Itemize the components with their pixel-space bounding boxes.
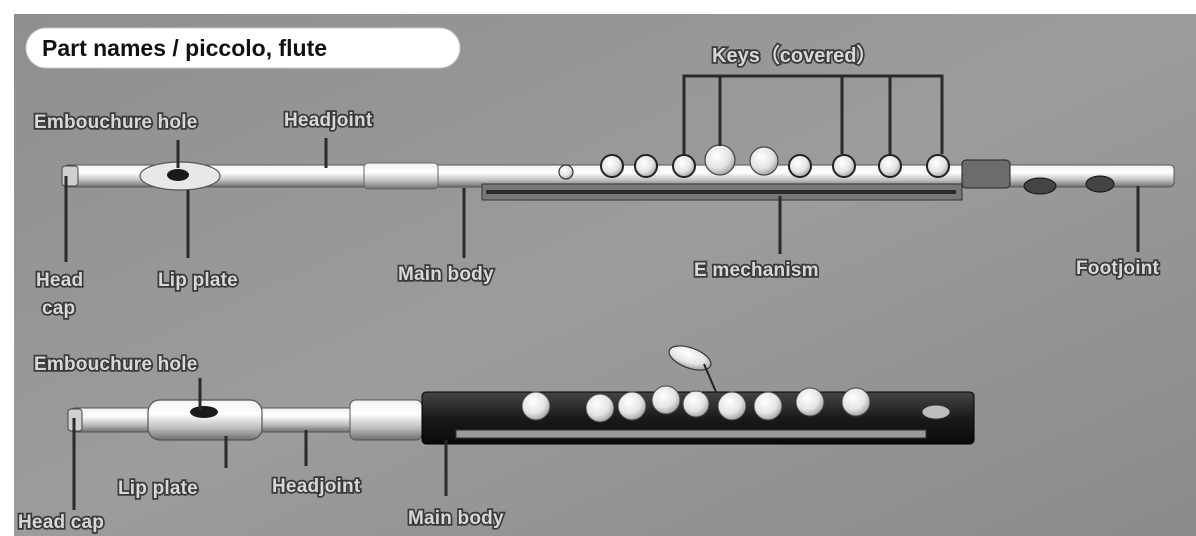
keys-label: Keys（covered） — [712, 44, 877, 67]
piccolo-key — [522, 392, 550, 420]
piccolo-key — [842, 388, 870, 416]
flute-key — [750, 147, 778, 175]
flute-key — [927, 155, 949, 177]
flute-key — [673, 155, 695, 177]
flute-e-mechanism-label: E mechanism — [694, 260, 819, 281]
flute-key — [789, 155, 811, 177]
piccolo-lip-plate — [148, 400, 262, 440]
piccolo-head-cap-label: Head cap — [18, 512, 104, 533]
flute-joint-ring — [364, 163, 438, 189]
title-box: Part names / piccolo, flute — [26, 28, 460, 68]
piccolo-key — [754, 392, 782, 420]
flute-key — [559, 165, 573, 179]
flute-embouchure-hole — [167, 169, 189, 181]
flute-key — [705, 145, 735, 175]
flute-key — [635, 155, 657, 177]
flute-rod-shadow — [486, 190, 956, 194]
flute-foot-key — [1086, 176, 1114, 192]
top-margin — [0, 0, 1196, 14]
piccolo-key — [586, 394, 614, 422]
piccolo-tenon — [350, 400, 422, 440]
flute-lip-plate-label: Lip plate — [158, 270, 238, 291]
flute-foot-key — [1024, 178, 1056, 194]
flute-head-cap — [62, 166, 78, 186]
piccolo-embouchure-label: Embouchure hole — [34, 354, 197, 375]
flute-embouchure-label: Embouchure hole — [34, 112, 197, 133]
piccolo-main-body-label: Main body — [408, 508, 504, 529]
piccolo-lip-plate-label: Lip plate — [118, 478, 198, 499]
flute-headjoint-label: Headjoint — [284, 110, 373, 131]
piccolo-end-key — [922, 405, 950, 419]
piccolo-key — [618, 392, 646, 420]
flute-head-cap-label-2: cap — [42, 298, 75, 319]
flute-main-body-label: Main body — [398, 264, 494, 285]
piccolo-embouchure-hole — [190, 406, 218, 418]
flute-key — [833, 155, 855, 177]
flute-foot-mechanism — [962, 160, 1010, 188]
flute-key — [879, 155, 901, 177]
piccolo-key — [652, 386, 680, 414]
piccolo-key — [683, 391, 709, 417]
piccolo-key — [796, 388, 824, 416]
piccolo-key — [718, 392, 746, 420]
piccolo-mechanism-rod — [456, 430, 926, 438]
flute-footjoint-label: Footjoint — [1076, 258, 1160, 279]
flute-head-cap-label-1: Head — [36, 270, 83, 291]
title-text: Part names / piccolo, flute — [42, 35, 327, 61]
flute-key — [601, 155, 623, 177]
piccolo-headjoint-label: Headjoint — [272, 476, 361, 497]
